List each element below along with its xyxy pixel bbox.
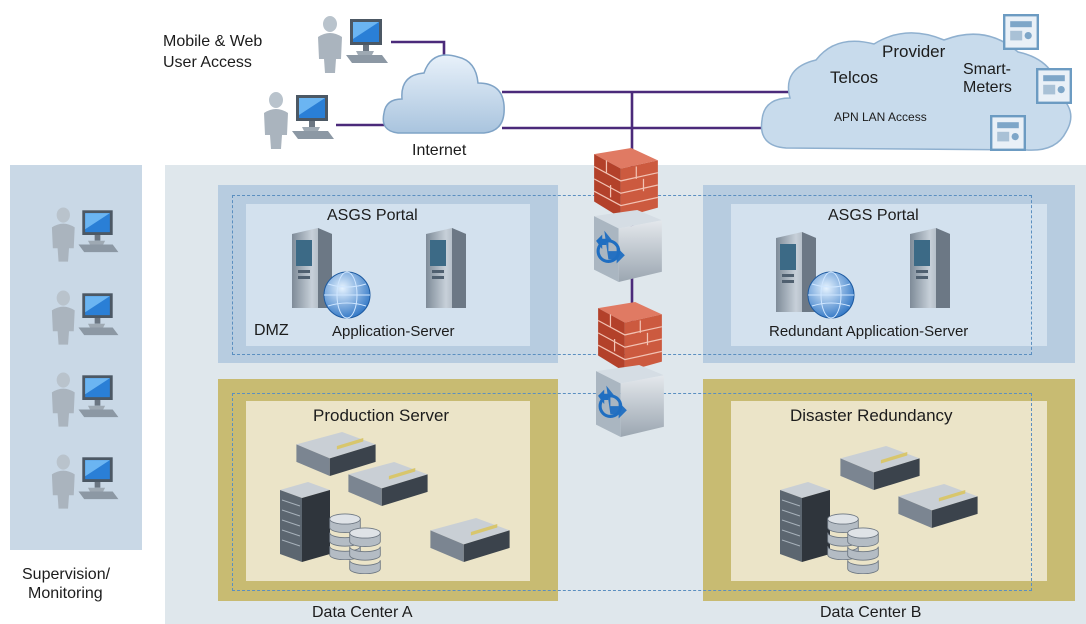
data-center-a-label: Data Center A	[312, 604, 413, 621]
internet-cloud	[382, 54, 505, 134]
smart-meter-icon	[990, 114, 1026, 152]
server-rack-stack-icon	[780, 482, 830, 562]
server-tower-icon	[426, 228, 466, 308]
application-server-label: Application-Server	[332, 323, 455, 340]
user-access-label-line2: User Access	[163, 54, 252, 71]
supervision-panel	[10, 165, 142, 550]
internet-label: Internet	[412, 142, 467, 159]
production-title: Production Server	[313, 406, 450, 425]
user-access-label-line1: Mobile & Web	[163, 33, 263, 50]
server-tower-icon	[910, 228, 950, 308]
dmz-right-title: ASGS Portal	[828, 207, 919, 224]
monitoring-workstation-icon	[51, 290, 119, 345]
router-icon	[594, 208, 664, 284]
rack-server-icon	[430, 518, 510, 562]
globe-icon	[323, 271, 371, 319]
disaster-title: Disaster Redundancy	[790, 406, 953, 425]
smart-meters-label-line1: Smart-	[963, 61, 1011, 78]
redundant-server-label: Redundant Application-Server	[769, 323, 969, 340]
server-rack-stack-icon	[280, 482, 330, 562]
globe-icon	[807, 271, 855, 319]
smart-meter-icon	[1036, 67, 1072, 105]
telcos-label: Telcos	[830, 68, 879, 87]
user-workstation-icon	[318, 16, 388, 73]
provider-label: Provider	[882, 42, 946, 61]
smart-meter-icon	[1003, 13, 1039, 51]
supervision-label-line1: Supervision/	[22, 566, 111, 583]
smart-meters-label-line2: Meters	[963, 79, 1012, 96]
rack-server-icon	[898, 484, 978, 528]
dmz-left-title: ASGS Portal	[327, 207, 418, 224]
storage-disks-icon	[847, 527, 879, 574]
apn-label: APN LAN Access	[834, 110, 927, 124]
data-center-b-label: Data Center B	[820, 604, 922, 621]
monitoring-workstation-icon	[51, 372, 119, 427]
supervision-label-line2: Monitoring	[28, 585, 103, 602]
user-workstation-icon	[264, 92, 334, 149]
storage-disks-icon	[349, 527, 381, 574]
rack-server-icon	[348, 462, 428, 506]
monitoring-workstation-icon	[51, 207, 119, 262]
monitoring-workstation-icon	[51, 454, 119, 509]
router-icon	[596, 363, 666, 439]
dmz-label: DMZ	[254, 322, 289, 339]
